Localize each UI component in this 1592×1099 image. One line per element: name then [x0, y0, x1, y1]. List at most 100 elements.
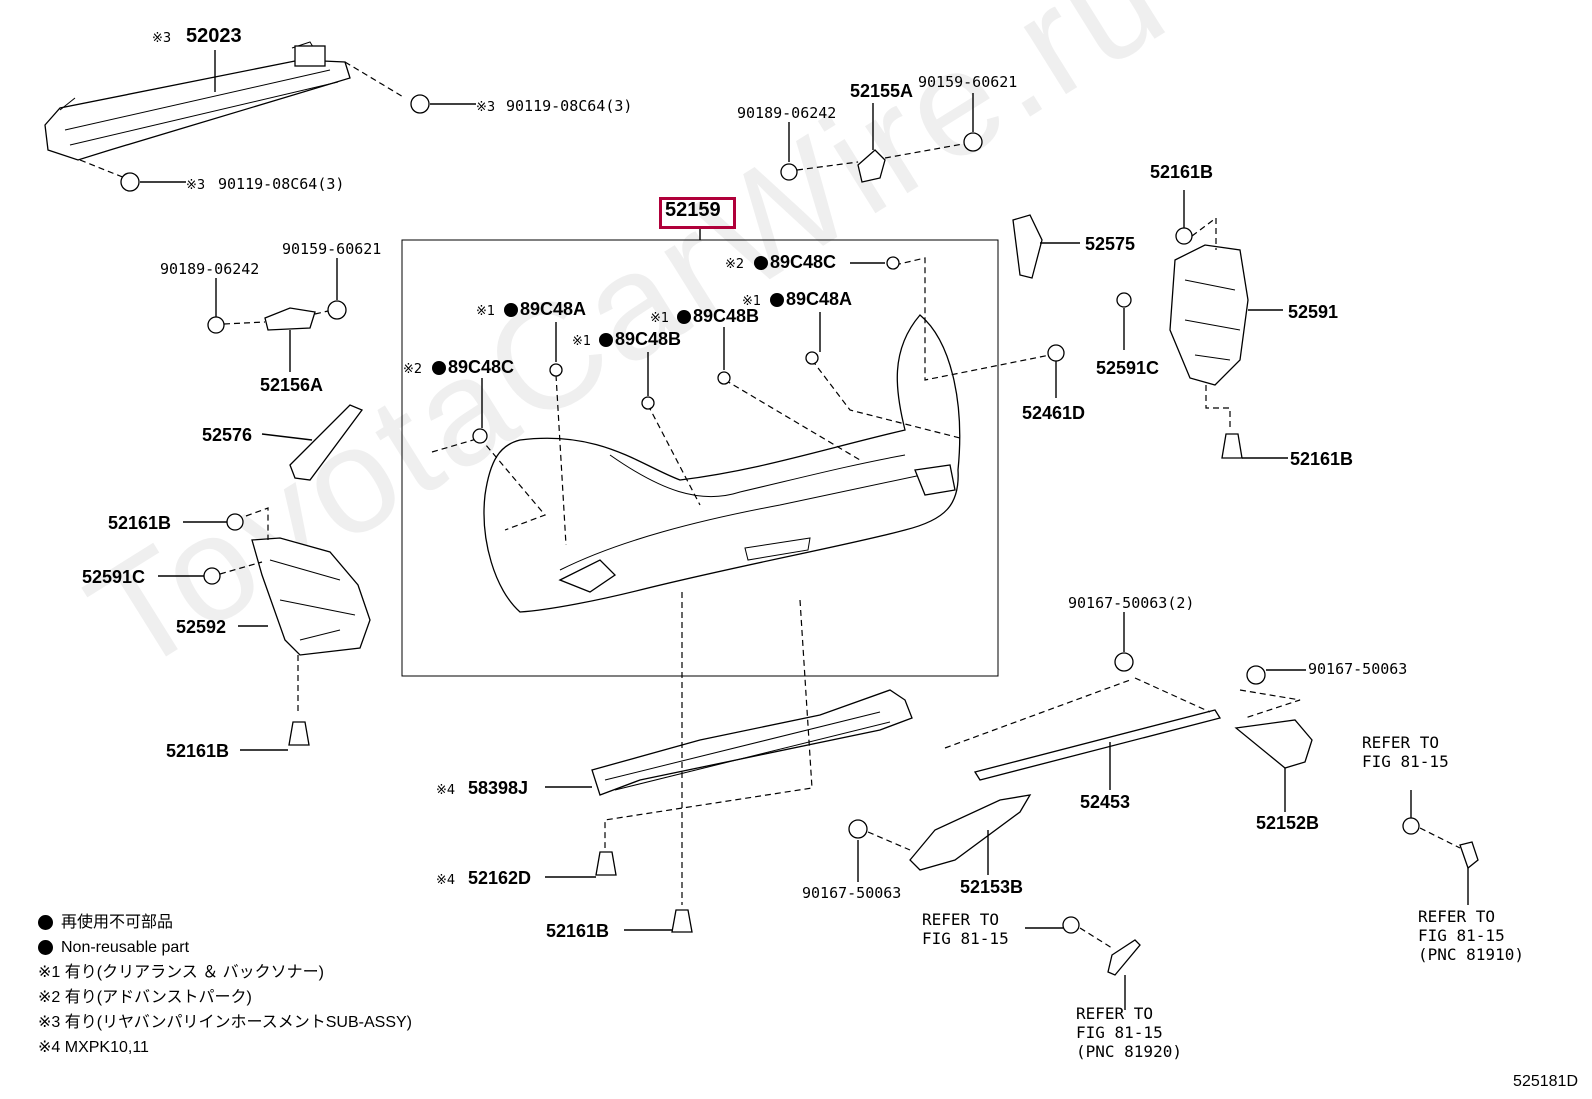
part-label: 90167-50063 — [802, 884, 901, 902]
part-label: 52161B — [108, 513, 171, 533]
note-mark: ※2 — [403, 362, 422, 377]
part-label: 52592 — [176, 617, 226, 637]
part-label: 52576 — [202, 425, 252, 445]
legend-note: ※3 有り(リヤバンパリインホースメントSUB-ASSY) — [38, 1014, 413, 1031]
legend-en: Non-reusable part — [61, 939, 190, 956]
part-label: 52152B — [1256, 813, 1319, 833]
reflector-icon — [1107, 939, 1141, 976]
note-mark: ※1 — [476, 304, 495, 319]
bumper-cover-52159 — [483, 314, 961, 613]
clip-icon — [1221, 433, 1243, 459]
note-mark: ※4 — [436, 873, 455, 888]
part-label: 52453 — [1080, 792, 1130, 812]
legend-note: ※1 有り(クリアランス ＆ バックソナー) — [38, 964, 324, 981]
retainer-52576 — [289, 404, 364, 481]
part-label: 89C48B — [693, 306, 759, 326]
part-label: 52461D — [1022, 403, 1085, 423]
sensor-icon — [886, 256, 900, 270]
bolt-icon — [1246, 665, 1266, 685]
bolt-icon — [410, 94, 430, 114]
non-reusable-dot-icon — [38, 915, 53, 930]
part-label: 90189-06242 — [737, 104, 836, 122]
clip-icon — [226, 513, 244, 531]
note-mark: ※3 — [476, 100, 495, 115]
refer-label: (PNC 81920) — [1076, 1042, 1182, 1061]
bolt-icon — [963, 132, 983, 152]
bracket-58398J — [591, 689, 913, 796]
part-label: 90119-08C64(3) — [506, 97, 632, 115]
refer-label: FIG 81-15 — [1076, 1023, 1163, 1042]
bolt-icon — [1062, 916, 1080, 934]
part-label: 52161B — [1150, 162, 1213, 182]
nut-icon — [1047, 344, 1065, 362]
non-reusable-dot-icon — [770, 293, 784, 307]
refer-label: FIG 81-15 — [1362, 752, 1449, 771]
sensor-icon — [549, 363, 563, 377]
note-mark: ※3 — [186, 178, 205, 193]
part-label: 90167-50063 — [1308, 660, 1407, 678]
non-reusable-dot-icon — [504, 303, 518, 317]
extension-52592 — [251, 537, 371, 656]
refer-label: REFER TO — [922, 910, 999, 929]
sensor-icon — [641, 396, 655, 410]
nut-icon — [780, 163, 798, 181]
note-mark: ※2 — [725, 257, 744, 272]
bracket-52156A — [264, 307, 316, 331]
rail-52453 — [973, 709, 1222, 781]
part-label: 89C48C — [770, 252, 836, 272]
part-label: 52161B — [1290, 449, 1353, 469]
part-label: 90159-60621 — [282, 240, 381, 258]
sensor-icon — [472, 428, 488, 444]
note-mark: ※3 — [152, 31, 171, 46]
sensor-icon — [717, 371, 731, 385]
diagram-code: 525181D — [1513, 1073, 1578, 1090]
legend-row: 再使用不可部品 — [38, 910, 412, 935]
bolt-icon — [1402, 817, 1420, 835]
bolt-icon — [120, 172, 140, 192]
part-label: 52161B — [546, 921, 609, 941]
note-mark: ※1 — [650, 311, 669, 326]
legend-note: ※4 MXPK10,11 — [38, 1039, 149, 1056]
bracket-52155A — [857, 149, 886, 183]
refer-label: REFER TO — [1362, 733, 1439, 752]
reinforcement-52023 — [44, 41, 351, 161]
liner-52591 — [1169, 244, 1249, 386]
clip-icon — [595, 851, 617, 876]
refer-label: FIG 81-15 — [922, 929, 1009, 948]
clip-icon — [1175, 227, 1193, 245]
part-label: 52591C — [82, 567, 145, 587]
main-part-highlight — [659, 197, 736, 229]
part-label: 89C48B — [615, 329, 681, 349]
note-mark: ※4 — [436, 783, 455, 798]
part-label: 52155A — [850, 81, 913, 101]
part-label: 52153B — [960, 877, 1023, 897]
main-part-label: 52159 — [665, 199, 721, 221]
legend-jp: 再使用不可部品 — [61, 914, 174, 931]
refer-label: (PNC 81910) — [1418, 945, 1524, 964]
part-label: 90167-50063(2) — [1068, 594, 1194, 612]
part-label: 58398J — [468, 778, 528, 798]
part-label: 52591 — [1288, 302, 1338, 322]
piece-52153B — [909, 794, 1032, 871]
sensor-icon — [805, 351, 819, 365]
note-mark: ※1 — [742, 294, 761, 309]
part-label: 89C48A — [786, 289, 852, 309]
non-reusable-dot-icon — [599, 333, 613, 347]
part-label: 52023 — [186, 25, 242, 47]
legend-row: Non-reusable part — [38, 935, 412, 960]
bolt-icon — [1114, 652, 1134, 672]
reflector-icon — [1459, 841, 1479, 870]
part-label: 89C48A — [520, 299, 586, 319]
clip-icon — [288, 721, 310, 746]
non-reusable-dot-icon — [754, 256, 768, 270]
note-mark: ※1 — [572, 334, 591, 349]
legend-note: ※2 有り(アドバンストパーク) — [38, 989, 252, 1006]
part-label: 52162D — [468, 868, 531, 888]
part-label: 52161B — [166, 741, 229, 761]
part-label: 52591C — [1096, 358, 1159, 378]
bracket-52575 — [1012, 214, 1043, 279]
non-reusable-dot-icon — [38, 940, 53, 955]
refer-label: REFER TO — [1076, 1004, 1153, 1023]
part-label: 90189-06242 — [160, 260, 259, 278]
part-label: 89C48C — [448, 357, 514, 377]
